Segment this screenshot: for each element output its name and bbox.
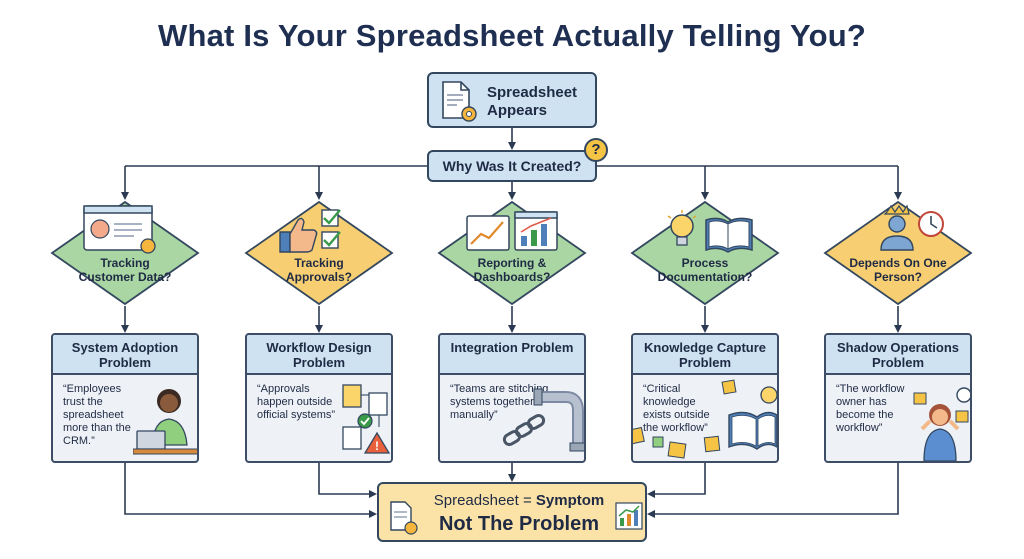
problem-quote: “The workflow owner has become the workf… — [836, 383, 905, 434]
bar-chart-icon — [615, 502, 643, 530]
problem-title: Knowledge Capture Problem — [633, 335, 777, 375]
question-badge: ? — [584, 138, 608, 162]
decision-documentation: Process Documentation? — [630, 200, 780, 306]
result-prefix: Spreadsheet = — [433, 492, 536, 509]
problem-title: Integration Problem — [440, 335, 584, 375]
problem-integration: Integration Problem “Teams are stitching… — [438, 333, 586, 463]
page-title: What Is Your Spreadsheet Actually Tellin… — [158, 18, 866, 53]
document-flow-warning-icon: ! — [342, 384, 391, 454]
customer-profile-gear-icon — [83, 205, 156, 254]
decision-customer-data: Tracking Customer Data? — [50, 200, 200, 306]
person-crown-clock-icon — [880, 204, 944, 251]
problem-workflow-design: Workflow Design Problem “Approvals happe… — [245, 333, 393, 463]
spreadsheet-gear-icon — [442, 81, 477, 122]
book-sticky-notes-icon — [633, 379, 777, 459]
dashboard-charts-icon — [466, 211, 558, 251]
problem-title: Shadow Operations Problem — [826, 335, 970, 375]
result-emphasis: Symptom — [535, 492, 605, 509]
decision-label: Process Documentation? — [657, 256, 753, 284]
result-line-1: Spreadsheet = Symptom — [419, 492, 619, 509]
problem-quote: “Approvals happen outside official syste… — [257, 383, 336, 421]
problem-shadow-operations: Shadow Operations Problem “The workflow … — [824, 333, 972, 463]
problem-knowledge-capture: Knowledge Capture Problem “Critical know… — [631, 333, 779, 463]
problem-quote: “Teams are stitching systems together ma… — [450, 383, 549, 421]
decision-label: Reporting & Dashboards? — [473, 256, 551, 284]
question-node: Why Was It Created? — [427, 150, 597, 182]
problem-title: System Adoption Problem — [53, 335, 197, 375]
start-node: Spreadsheet Appears — [427, 72, 597, 128]
thumbs-up-checklist-icon — [279, 209, 341, 253]
problem-quote: “Employees trust the spreadsheet more th… — [63, 383, 131, 447]
problem-quote: “Critical knowledge exists outside the w… — [643, 383, 710, 434]
decision-label: Depends On One Person? — [849, 256, 947, 284]
pipe-chain-icon — [502, 388, 584, 452]
problem-title: Workflow Design Problem — [247, 335, 391, 375]
person-at-laptop-icon — [133, 389, 197, 455]
spreadsheet-gear-icon — [390, 501, 418, 535]
overwhelmed-person-icon — [913, 387, 970, 461]
decision-approvals: Tracking Approvals? — [244, 200, 394, 306]
svg-text:!: ! — [375, 439, 379, 453]
decision-label: Tracking Customer Data? — [78, 256, 172, 284]
decision-one-person: Depends On One Person? — [823, 200, 973, 306]
result-node: Spreadsheet = Symptom Not The Problem — [377, 482, 647, 542]
decision-label: Tracking Approvals? — [285, 256, 352, 284]
lightbulb-book-icon — [667, 210, 753, 253]
result-line-2: Not The Problem — [438, 513, 599, 535]
problem-system-adoption: System Adoption Problem “Employees trust… — [51, 333, 199, 463]
decision-reporting: Reporting & Dashboards? — [437, 200, 587, 306]
start-label: Spreadsheet Appears — [487, 84, 578, 119]
